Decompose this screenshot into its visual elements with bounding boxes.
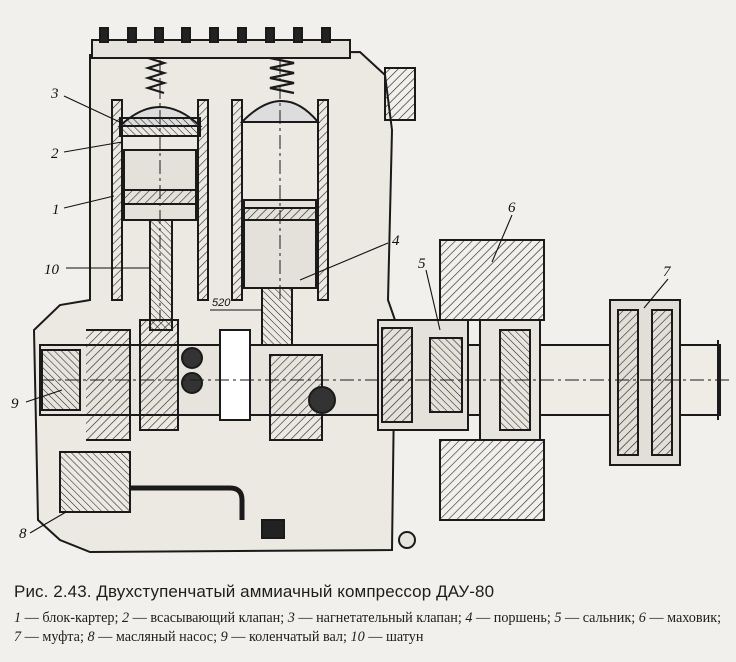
legend-item: 2 — всасывающий клапан; — [122, 610, 288, 626]
legend-item: 7 — муфта; — [14, 629, 88, 645]
callout-5: 5 — [418, 256, 426, 272]
callout-8: 8 — [19, 526, 27, 542]
legend-item: 5 — сальник; — [554, 610, 639, 626]
figure-caption: Рис. 2.43. Двухступенчатый аммиачный ком… — [14, 582, 726, 647]
callout-6: 6 — [508, 200, 516, 216]
left-cylinder-wall — [111, 99, 123, 301]
callout-7: 7 — [663, 264, 672, 280]
callout-2: 2 — [51, 146, 59, 162]
legend-item: 9 — коленчатый вал; — [220, 629, 351, 645]
callout-3: 3 — [50, 86, 59, 102]
legend-item: 10 — шатун — [350, 629, 424, 645]
compressor-cross-section-drawing: 3 2 1 10 4 5 6 7 8 9 520 — [11, 27, 730, 554]
suction-valve-spring-left — [144, 56, 168, 95]
oil-line — [130, 485, 245, 520]
discharge-flange — [384, 67, 416, 121]
callout-4: 4 — [392, 233, 400, 249]
legend-item: 8 — масляный насос; — [87, 629, 221, 645]
callout-9: 9 — [11, 396, 19, 412]
oil-pump-8 — [59, 451, 131, 513]
valve-spring-right — [269, 56, 295, 95]
legend-item: 4 — поршень; — [465, 610, 555, 626]
dimension-520: 520 — [212, 297, 231, 309]
caption-legend: 1 — блок-картер; 2 — всасывающий клапан;… — [14, 609, 726, 647]
callout-1: 1 — [52, 202, 60, 218]
head-bolts — [99, 27, 331, 43]
callout-10: 10 — [44, 262, 60, 278]
callout-labels: 3 2 1 10 4 5 6 7 8 9 520 — [11, 86, 672, 542]
legend-item: 1 — блок-картер; — [14, 610, 122, 626]
caption-title: Рис. 2.43. Двухступенчатый аммиачный ком… — [14, 582, 495, 601]
cylinder-head-cover — [91, 39, 351, 59]
legend-item: 6 — маховик; — [638, 610, 722, 626]
flywheel-6 — [439, 239, 545, 321]
legend-item: 3 — нагнетательный клапан; — [287, 610, 466, 626]
connecting-rod-10 — [149, 219, 173, 331]
